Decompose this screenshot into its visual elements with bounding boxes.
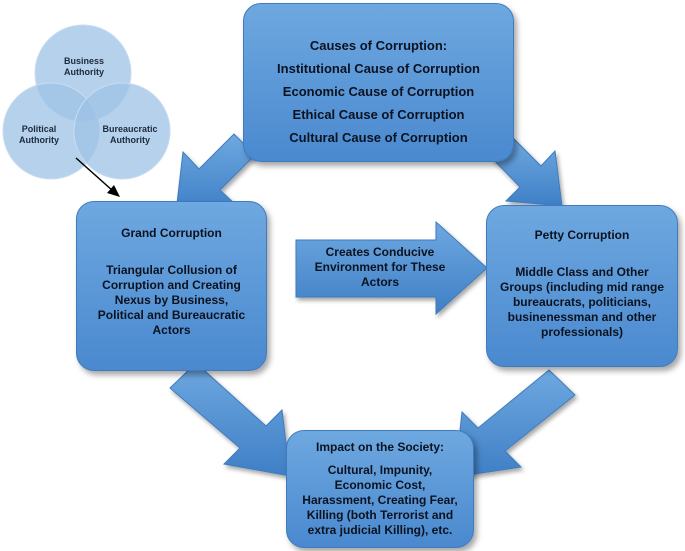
conducive-text: Creates Conducive Environment for These …	[300, 245, 460, 290]
political-label-line2: Authority	[19, 135, 59, 145]
impact-line: Killing (both Terrorist and	[306, 508, 454, 522]
cause-item: Economic Cause of Corruption	[282, 84, 475, 99]
impact-line: extra judicial Killing), etc.	[307, 523, 453, 537]
conducive-line: Creates Conducive	[325, 245, 435, 259]
business-label-line1: Business	[63, 56, 105, 66]
bureaucratic-label-line2: Authority	[110, 135, 150, 145]
business-label-line2: Authority	[64, 67, 104, 77]
petty-corruption-box: Petty Corruption Middle Class and Other …	[486, 205, 678, 367]
bureaucratic-circle	[73, 82, 171, 180]
petty-line: bureaucrats, politicians,	[512, 295, 652, 309]
grand-line: Political and Bureaucratic	[97, 308, 246, 322]
grand-line: Corruption and Creating	[102, 278, 241, 292]
conducive-line: Actors	[360, 275, 399, 289]
conducive-line: Environment for These	[314, 260, 446, 274]
cause-item: Institutional Cause of Corruption	[277, 61, 480, 76]
bureaucratic-label-line1: Bureaucratic	[102, 124, 158, 134]
petty-line: businenessman and other	[507, 310, 657, 324]
petty-line: professionals)	[540, 325, 624, 339]
grand-line: Actors	[152, 323, 191, 337]
causes-title: Causes of Corruption:	[309, 38, 448, 53]
political-label-line1: Political	[21, 124, 57, 134]
impact-title: Impact on the Society:	[315, 440, 445, 454]
grand-corruption-box: Grand Corruption Triangular Collusion of…	[76, 201, 267, 371]
petty-to-impact-arrow	[454, 369, 576, 478]
impact-line: Cultural, Impunity,	[327, 463, 433, 477]
impact-line: Harassment, Creating Fear,	[302, 493, 458, 507]
bureaucratic-authority-label: Bureaucratic Authority	[98, 124, 162, 146]
venn-diagram	[2, 24, 171, 180]
grand-to-impact-arrow	[169, 362, 291, 477]
business-authority-label: Business Authority	[58, 56, 110, 78]
grand-title: Grand Corruption	[121, 226, 222, 240]
cause-item: Cultural Cause of Corruption	[289, 130, 468, 145]
impact-line: Economic Cost,	[334, 478, 426, 492]
venn-pointer-arrow	[75, 157, 120, 197]
conducive-arrow	[295, 220, 488, 316]
grand-line: Triangular Collusion of	[106, 263, 237, 277]
petty-title: Petty Corruption	[534, 228, 630, 242]
cause-item: Ethical Cause of Corruption	[292, 107, 465, 122]
causes-box: Causes of Corruption: Institutional Caus…	[243, 3, 514, 162]
political-authority-label: Political Authority	[14, 124, 64, 146]
impact-box: Impact on the Society: Cultural, Impunit…	[286, 430, 474, 548]
petty-line: Groups (including mid range	[499, 280, 664, 294]
grand-line: Nexus by Business,	[114, 293, 229, 307]
petty-line: Middle Class and Other	[515, 265, 649, 279]
